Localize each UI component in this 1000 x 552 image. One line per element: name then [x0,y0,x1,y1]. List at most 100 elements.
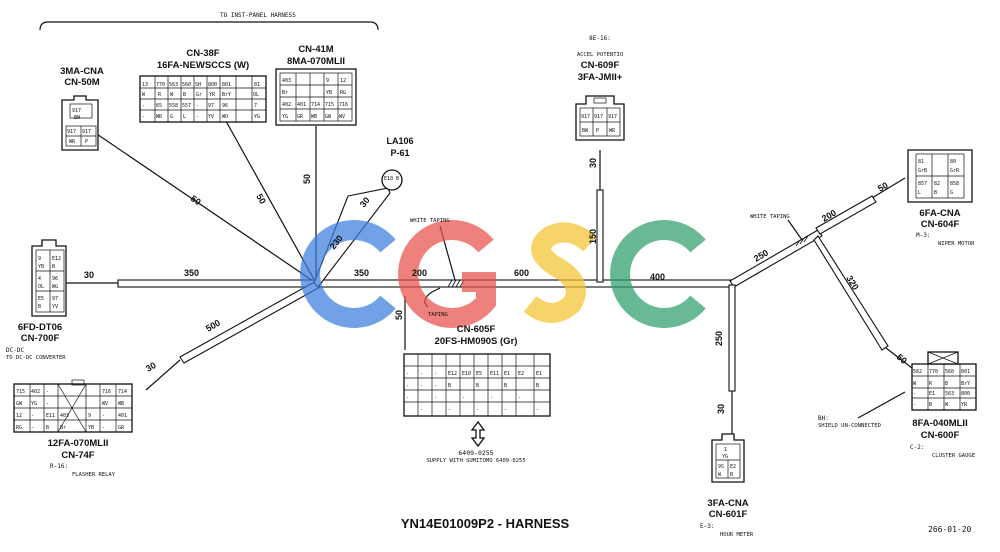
svg-text:562: 562 [913,369,922,375]
svg-text:9: 9 [326,78,329,84]
svg-text:-: - [142,114,145,120]
cn74f-tag: R-16: [50,463,68,470]
supply-arrow [470,420,486,448]
svg-text:917: 917 [581,114,590,120]
svg-text:YG: YG [254,114,260,120]
svg-text:E10: E10 [462,371,471,377]
drawing-title: YN14E01009P2 - HARNESS [401,516,570,531]
svg-text:B: B [38,304,41,310]
svg-text:858: 858 [950,181,959,187]
shield-note: SHIELD UN-CONNECTED [818,423,881,429]
svg-text:WB: WB [311,114,317,120]
svg-text:B: B [730,472,733,478]
dim-50-cn50m: 50 [189,193,203,207]
notes: WHITE TAPING WHITE TAPING TAPING BH: SHI… [410,214,881,429]
dim-50-cluster: 50 [895,352,909,366]
svg-text:770: 770 [929,369,938,375]
svg-text:YV: YV [52,304,58,310]
svg-text:B: B [448,383,451,389]
svg-text:-: - [46,389,49,395]
svg-text:B: B [929,402,932,408]
svg-text:-: - [406,395,409,401]
cn600f-name2: CN-600F [921,430,960,441]
cn74f-name1: 12FA-070MLII [48,438,109,449]
svg-text:560: 560 [945,369,954,375]
cn38f-name1: CN-38F [186,48,219,59]
svg-text:W: W [170,92,174,98]
svg-text:E11: E11 [490,371,499,377]
svg-text:-: - [31,425,34,431]
svg-text:917: 917 [82,129,91,135]
svg-text:Gr: Gr [196,92,202,98]
svg-text:563: 563 [169,82,178,88]
svg-text:97: 97 [52,296,58,302]
svg-text:917: 917 [608,114,617,120]
connector-la106: E10 B [381,169,403,191]
cn700f-name2: CN-700F [21,333,60,344]
svg-text:-: - [518,395,521,401]
dim-30-la106: 30 [358,195,372,209]
svg-text:BrY: BrY [961,381,970,387]
svg-text:-: - [420,407,423,413]
svg-text:1: 1 [724,447,727,453]
white-taping-note-1: WHITE TAPING [410,218,450,224]
cn74f-name2: CN-74F [61,450,94,461]
svg-text:B: B [476,383,479,389]
svg-text:P: P [596,128,599,134]
dim-30-accel: 30 [588,158,598,168]
svg-text:-: - [434,395,437,401]
svg-text:-: - [142,103,145,109]
svg-text:BW: BW [582,128,589,134]
svg-text:402: 402 [31,389,40,395]
svg-text:P: P [85,139,88,145]
svg-text:WR: WR [156,114,163,120]
svg-text:-: - [46,401,49,407]
svg-text:403: 403 [282,78,291,84]
dim-30-hourmeter: 30 [716,404,726,414]
svg-text:917: 917 [594,114,603,120]
dim-30-flasher: 30 [144,360,158,374]
white-taping-note-2: WHITE TAPING [750,214,790,220]
svg-text:E12: E12 [448,371,457,377]
cn605f-part: 6409-0255 [458,449,493,457]
cn609f-tag: 8E-16: [589,35,611,42]
cn605f-supply: SUPPLY WITH SUMITOMO 6409-0255 [426,458,525,464]
svg-text:12: 12 [340,78,346,84]
bracket-label: TO INST-PANEL HARNESS [220,12,296,19]
cn604f-name1: 6FA-CNA [919,208,960,219]
svg-text:-: - [102,413,105,419]
watermark-letter-c2 [610,220,706,328]
svg-text:96: 96 [52,276,58,282]
svg-text:W: W [945,402,949,408]
svg-text:E11: E11 [46,413,55,419]
watermark-letter-s [523,222,597,323]
svg-text:BrY: BrY [222,92,231,98]
svg-text:SH: SH [195,82,201,88]
svg-text:YG: YG [282,114,288,120]
svg-text:9S: 9S [718,464,724,470]
svg-text:RG: RG [16,425,22,431]
svg-text:563: 563 [945,391,954,397]
cn600f-desc: CLUSTER GAUGE [932,453,975,459]
svg-text:-: - [504,407,507,413]
svg-text:WV: WV [339,114,345,120]
svg-text:B: B [52,264,55,270]
svg-text:WR: WR [609,128,616,134]
svg-text:L: L [183,114,186,120]
svg-text:WG: WG [52,284,58,290]
svg-text:GrB: GrB [918,168,927,174]
dim-50-cn38f: 50 [254,192,268,206]
svg-text:YV: YV [208,114,214,120]
svg-text:G: G [950,190,953,196]
svg-text:9: 9 [38,256,41,262]
svg-text:716: 716 [102,389,111,395]
svg-text:L: L [918,190,921,196]
cn609f-name2: 3FA-JMII+ [578,72,623,83]
dim-50-cn605f: 50 [394,310,404,320]
svg-text:W: W [913,381,917,387]
